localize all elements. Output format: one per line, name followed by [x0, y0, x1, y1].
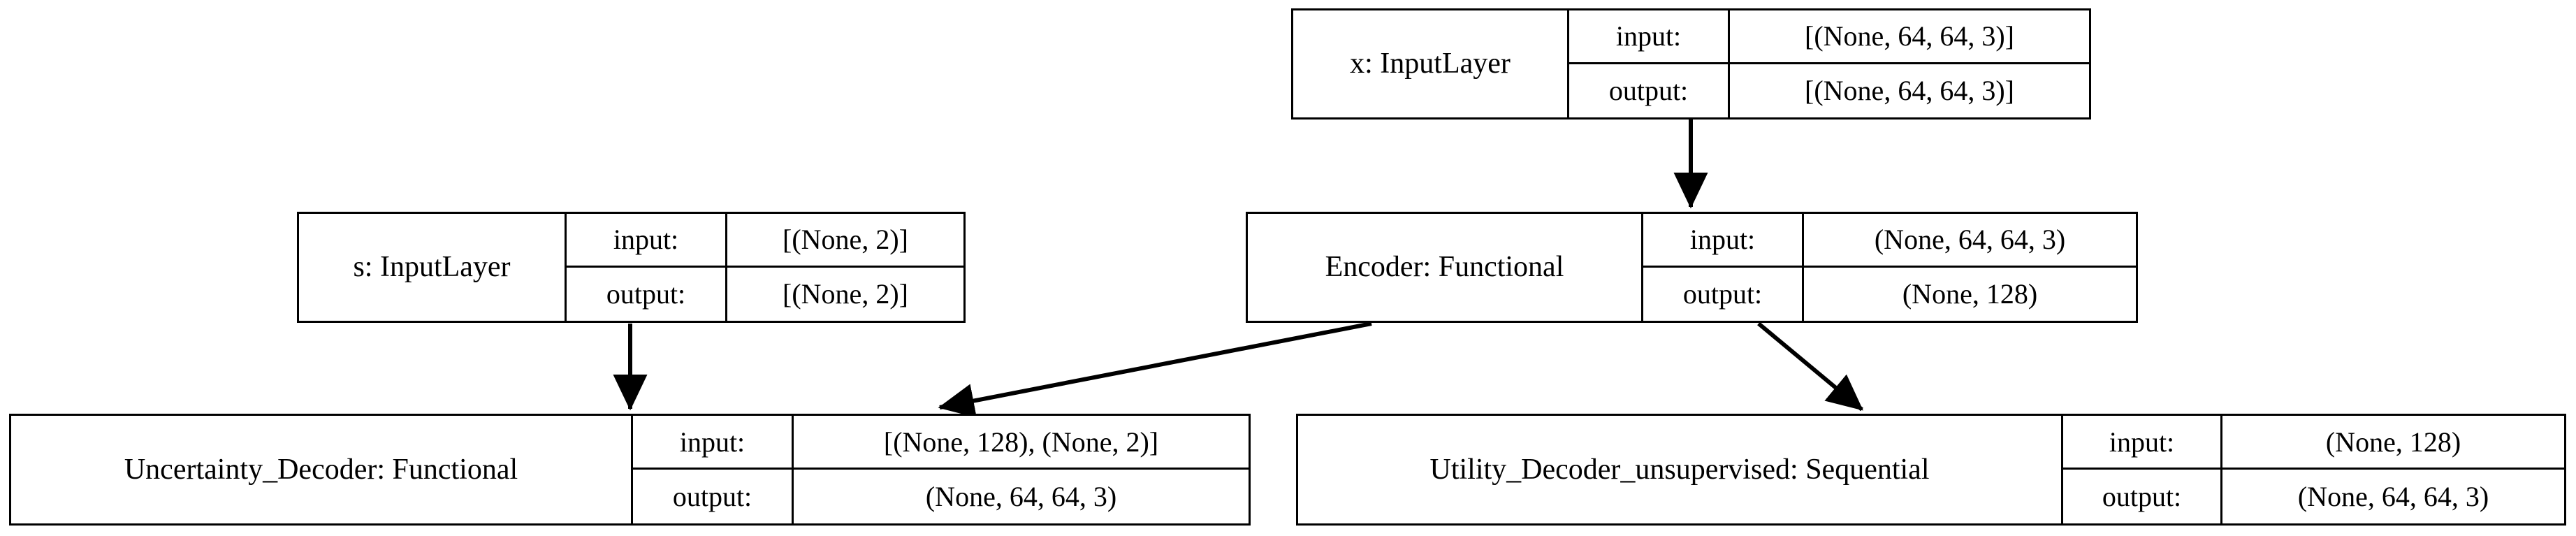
node-label: Encoder: Functional [1325, 251, 1564, 284]
node-input-row: input: (None, 128) [2063, 416, 2564, 470]
input-label: input: [1569, 10, 1730, 62]
node-io-table: input: [(None, 2)] output: [(None, 2)] [565, 214, 963, 321]
node-input-row: input: [(None, 128), (None, 2)] [633, 416, 1249, 470]
input-shape-value: [(None, 64, 64, 3)] [1805, 20, 2014, 52]
output-label: output: [567, 267, 727, 321]
node-label: s: InputLayer [353, 251, 511, 284]
node-x-input-layer[interactable]: x: InputLayer input: [(None, 64, 64, 3)]… [1291, 8, 2091, 119]
node-label: Uncertainty_Decoder: Functional [124, 453, 518, 486]
node-output-row: output: (None, 64, 64, 3) [2063, 470, 2564, 523]
input-label: input: [567, 214, 727, 266]
input-label: input: [2063, 416, 2222, 468]
output-shape-value: (None, 64, 64, 3) [2297, 481, 2489, 512]
output-shape-value: (None, 128) [1902, 278, 2038, 310]
input-shape-value: [(None, 128), (None, 2)] [883, 426, 1159, 458]
node-output-row: output: (None, 64, 64, 3) [633, 470, 1249, 523]
output-label: output: [2063, 470, 2222, 523]
input-label: input: [633, 416, 794, 468]
node-input-row: input: (None, 64, 64, 3) [1643, 214, 2136, 268]
node-output-row: output: (None, 128) [1643, 267, 2136, 321]
node-s-input-layer[interactable]: s: InputLayer input: [(None, 2)] output:… [297, 212, 966, 323]
node-uncertainty-decoder[interactable]: Uncertainty_Decoder: Functional input: [… [9, 414, 1251, 526]
input-label: input: [1643, 214, 1804, 266]
node-io-table: input: (None, 128) output: (None, 64, 64… [2061, 416, 2564, 523]
node-input-row: input: [(None, 2)] [567, 214, 963, 268]
edge-encoder-to-uncertainty-decoder [938, 321, 1372, 418]
output-label: output: [1569, 64, 1730, 117]
output-shape-value: [(None, 64, 64, 3)] [1805, 75, 2014, 107]
output-shape-value: [(None, 2)] [783, 278, 908, 310]
input-shape-value: (None, 64, 64, 3) [1874, 224, 2066, 256]
node-utility-decoder-unsupervised[interactable]: Utility_Decoder_unsupervised: Sequential… [1296, 414, 2566, 526]
node-label: Utility_Decoder_unsupervised: Sequential [1429, 453, 1930, 486]
node-io-table: input: [(None, 64, 64, 3)] output: [(Non… [1567, 10, 2089, 117]
edge-encoder-to-utility-decoder [1757, 321, 1863, 412]
output-label: output: [1643, 267, 1804, 321]
node-io-table: input: (None, 64, 64, 3) output: (None, … [1641, 214, 2136, 321]
output-label: output: [633, 470, 794, 523]
node-encoder[interactable]: Encoder: Functional input: (None, 64, 64… [1246, 212, 2138, 323]
node-input-row: input: [(None, 64, 64, 3)] [1569, 10, 2089, 64]
output-shape-value: (None, 64, 64, 3) [925, 481, 1117, 512]
input-shape-value: [(None, 2)] [783, 224, 908, 256]
node-output-row: output: [(None, 64, 64, 3)] [1569, 64, 2089, 117]
input-shape-value: (None, 128) [2325, 426, 2461, 458]
node-label: x: InputLayer [1350, 48, 1511, 80]
node-output-row: output: [(None, 2)] [567, 267, 963, 321]
node-io-table: input: [(None, 128), (None, 2)] output: … [631, 416, 1249, 523]
